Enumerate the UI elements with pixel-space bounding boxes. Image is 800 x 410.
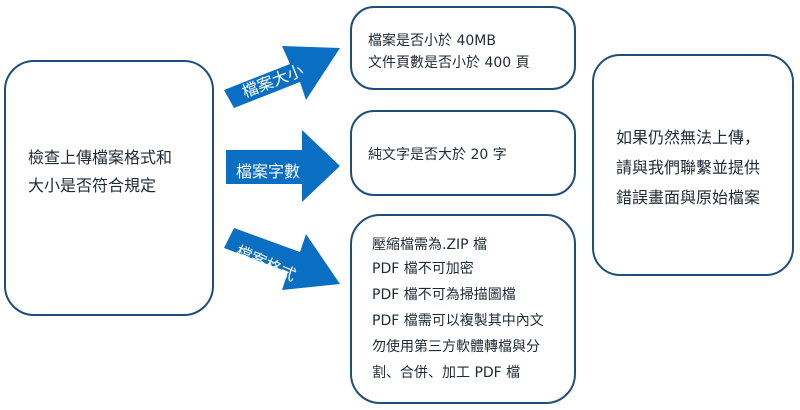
intro-line-2: 大小是否符合規定 bbox=[28, 176, 157, 195]
contact-line-2: 請與我們聯繫並提供 bbox=[616, 158, 761, 177]
file-size-line-1: 檔案是否小於 40MB bbox=[368, 33, 496, 49]
word-count-box: 純文字是否大於 20 字 bbox=[350, 110, 576, 196]
format-line-2: PDF 檔不可加密 bbox=[372, 261, 474, 277]
format-box: 壓縮檔需為.ZIP 檔 PDF 檔不可加密 PDF 檔不可為掃描圖檔 PDF 檔… bbox=[350, 214, 576, 404]
word-count-arrow-label: 檔案字數 bbox=[236, 162, 301, 181]
contact-line-3: 錯誤畫面與原始檔案 bbox=[616, 188, 761, 207]
format-line-1: 壓縮檔需為.ZIP 檔 bbox=[372, 237, 488, 253]
contact-box: 如果仍然無法上傳， 請與我們聯繫並提供 錯誤畫面與原始檔案 bbox=[592, 54, 794, 276]
format-line-4: PDF 檔需可以複製其中內文 bbox=[372, 313, 544, 329]
intro-line-1: 檢查上傳檔案格式和 bbox=[28, 148, 173, 167]
contact-line-1: 如果仍然無法上傳， bbox=[616, 128, 761, 147]
file-size-line-2: 文件頁數是否小於 400 頁 bbox=[368, 55, 530, 71]
format-line-5: 勿使用第三方軟體轉檔與分 bbox=[372, 339, 540, 355]
file-size-arrow bbox=[224, 46, 340, 108]
format-line-6: 割、合併、加工 PDF 檔 bbox=[372, 365, 521, 381]
format-line-3: PDF 檔不可為掃描圖檔 bbox=[372, 287, 516, 303]
word-count-line-1: 純文字是否大於 20 字 bbox=[368, 147, 507, 163]
file-size-box: 檔案是否小於 40MB 文件頁數是否小於 400 頁 bbox=[350, 6, 576, 90]
format-arrow bbox=[224, 228, 340, 290]
word-count-arrow bbox=[226, 130, 340, 202]
intro-box: 檢查上傳檔案格式和 大小是否符合規定 bbox=[4, 60, 214, 316]
